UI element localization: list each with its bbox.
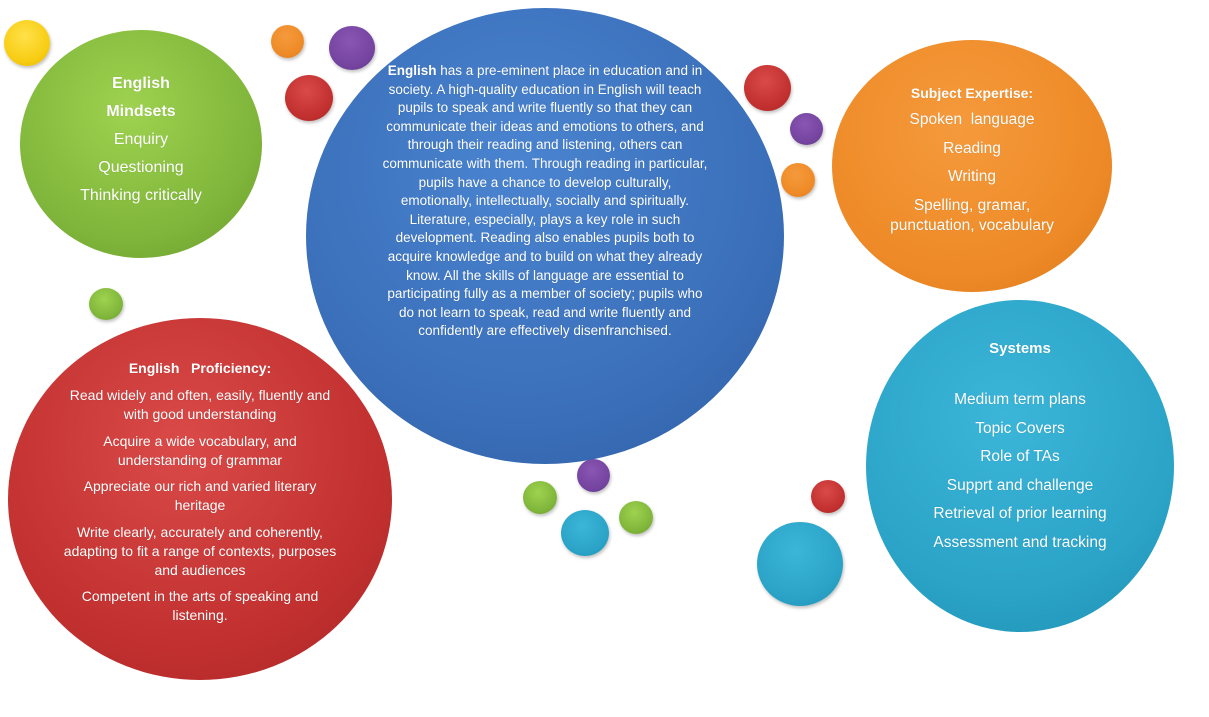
decorative-bubble-green [89, 288, 123, 320]
decorative-bubble-green [619, 501, 653, 534]
english-proficiency-bubble: English Proficiency: Read widely and oft… [8, 318, 392, 680]
english-description: English has a pre-eminent place in educa… [382, 62, 708, 341]
english-proficiency-item: Appreciate our rich and varied literary … [83, 478, 317, 513]
decorative-bubble-purple [790, 113, 823, 145]
systems-item: Supprt and challenge [946, 476, 1094, 494]
english-proficiency-item: Write clearly, accurately and coherently… [63, 523, 337, 578]
subject-expertise-bubble: Subject Expertise: Spoken language Readi… [832, 40, 1112, 292]
subject-expertise-item: Writing [948, 168, 996, 185]
english-description-lead: English [387, 63, 437, 78]
mindsets-item: Questioning [98, 159, 184, 176]
decorative-bubble-orange-small [271, 25, 304, 58]
mindsets-item: Thinking critically [80, 187, 202, 204]
decorative-bubble-red [285, 75, 333, 121]
systems-bubble: Systems Medium term plans Topic Covers R… [866, 300, 1174, 632]
systems-item: Topic Covers [975, 419, 1065, 437]
english-proficiency-item: Competent in the arts of speaking and li… [81, 588, 319, 623]
english-proficiency-item: Read widely and often, easily, fluently … [69, 387, 331, 422]
systems-item: Retrieval of prior learning [933, 505, 1107, 523]
mindsets-item: Enquiry [113, 131, 169, 148]
systems-item: Medium term plans [954, 391, 1086, 408]
english-proficiency-title: English Proficiency: [128, 360, 272, 376]
subject-expertise-title: Subject Expertise: [910, 85, 1034, 101]
decorative-bubble-yellow [4, 20, 50, 66]
mindsets-bubble: English Mindsets Enquiry Questioning Thi… [20, 30, 262, 258]
decorative-bubble-orange [781, 163, 815, 197]
mindsets-title-line2: Mindsets [106, 103, 176, 120]
decorative-bubble-red [744, 65, 791, 111]
systems-item: Assessment and tracking [933, 533, 1107, 551]
systems-item: Role of TAs [980, 448, 1060, 466]
subject-expertise-item: Reading [943, 139, 1001, 157]
decorative-bubble-purple [329, 26, 375, 70]
mindsets-title-line1: English [112, 75, 170, 92]
decorative-bubble-red [811, 480, 845, 513]
systems-title: Systems [989, 340, 1051, 357]
english-description-text: has a pre-eminent place in education and… [382, 63, 708, 339]
decorative-bubble-teal-large [757, 522, 843, 606]
decorative-bubble-green [523, 481, 557, 514]
english-description-bubble: English has a pre-eminent place in educa… [306, 8, 784, 464]
english-proficiency-item: Acquire a wide vocabulary, and understan… [103, 432, 297, 468]
subject-expertise-item: Spelling, gramar, punctuation, vocabular… [890, 196, 1054, 234]
subject-expertise-item: Spoken language [909, 111, 1035, 128]
decorative-bubble-teal [561, 510, 609, 556]
decorative-bubble-purple [577, 459, 610, 492]
